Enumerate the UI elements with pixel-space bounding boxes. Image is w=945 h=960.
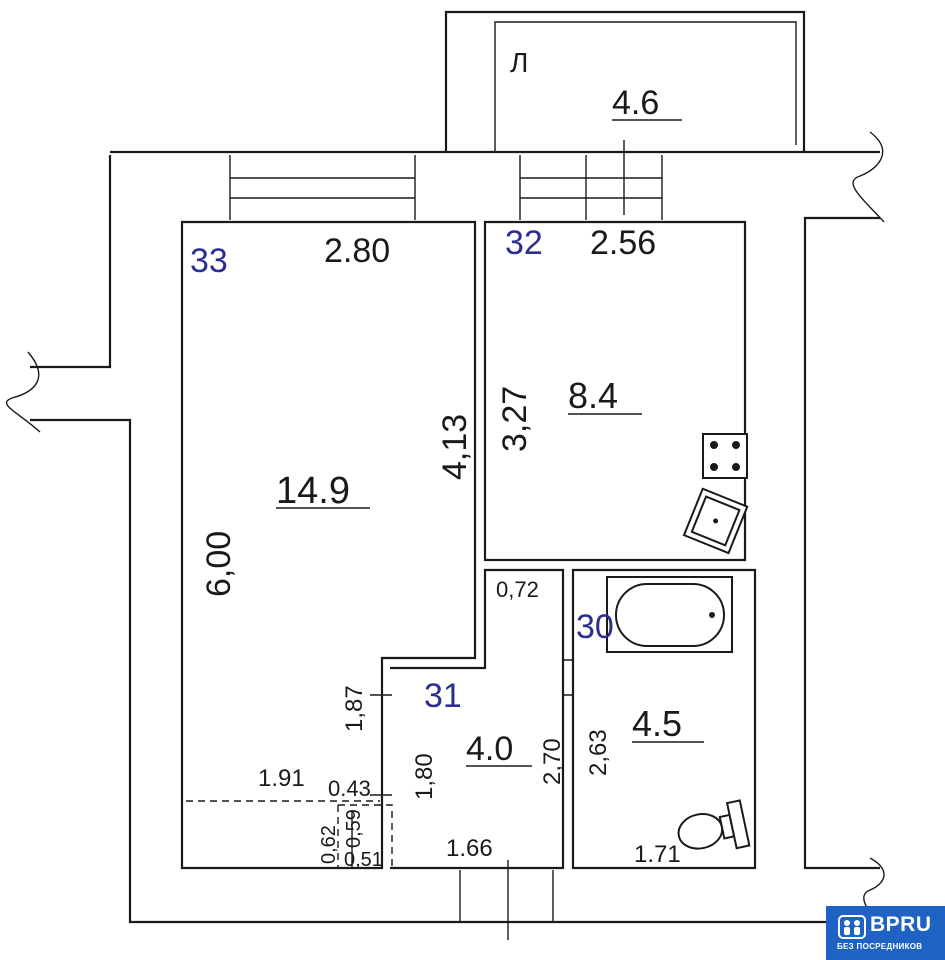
people-icon xyxy=(838,915,866,939)
bathtub-icon xyxy=(606,576,733,653)
room-33-lower: 1,87 xyxy=(341,685,368,732)
closet-dim-a: 0,62 xyxy=(318,825,340,864)
outer-wall xyxy=(30,150,880,924)
room-30-number: 30 xyxy=(576,608,614,646)
break-mark-top-right xyxy=(852,131,885,223)
room-31-side: 2,70 xyxy=(539,738,566,785)
room-32-outline xyxy=(483,220,747,562)
closet-outline xyxy=(337,804,393,868)
room-31-width: 1.66 xyxy=(446,835,493,862)
room-32-number: 32 xyxy=(505,224,543,262)
watermark-tagline: БЕЗ ПОСРЕДНИКОВ xyxy=(837,942,923,951)
balcony-label: Л xyxy=(510,47,528,78)
room-30-width: 1.71 xyxy=(634,841,681,868)
window-bottom xyxy=(459,860,554,940)
room-30-area: 4.5 xyxy=(632,703,682,744)
closet-dim-b: 0,59 xyxy=(343,809,365,848)
room-33-side: 4,13 xyxy=(436,414,474,480)
closet-tick xyxy=(351,694,392,868)
room-32-area: 8.4 xyxy=(568,375,618,416)
room-30-length: 2,63 xyxy=(585,729,612,776)
toilet-icon xyxy=(677,799,751,850)
break-mark-left xyxy=(5,351,41,433)
window-left xyxy=(229,155,416,220)
room-31-top: 0,72 xyxy=(496,577,539,602)
room-32-width: 2.56 xyxy=(590,224,656,262)
room-31-length: 1,80 xyxy=(411,753,438,800)
room-32-length: 3,27 xyxy=(496,386,534,452)
window-right xyxy=(519,155,663,220)
room-33-area: 14.9 xyxy=(276,470,350,512)
room-33-length: 6,00 xyxy=(200,531,238,597)
room-31-number: 31 xyxy=(424,677,462,715)
room-33-outline xyxy=(180,220,477,870)
balcony-area: 4.6 xyxy=(612,84,659,122)
bpru-watermark: BPRU БЕЗ ПОСРЕДНИКОВ xyxy=(826,906,945,960)
sink-icon xyxy=(682,487,749,555)
room-33-notch-depth: 0.43 xyxy=(328,776,371,801)
room-31-area: 4.0 xyxy=(466,730,513,768)
room-30-outline xyxy=(571,568,757,870)
closet-dim-c: 0,51 xyxy=(344,849,383,871)
stove-icon xyxy=(702,433,748,479)
partition-tick xyxy=(563,659,573,696)
room-31-outline xyxy=(390,568,565,870)
room-33-width: 2.80 xyxy=(324,232,390,270)
watermark-brand: BPRU xyxy=(870,913,932,936)
room-33-notch-width: 1.91 xyxy=(258,765,305,792)
room-33-number: 33 xyxy=(190,242,228,280)
